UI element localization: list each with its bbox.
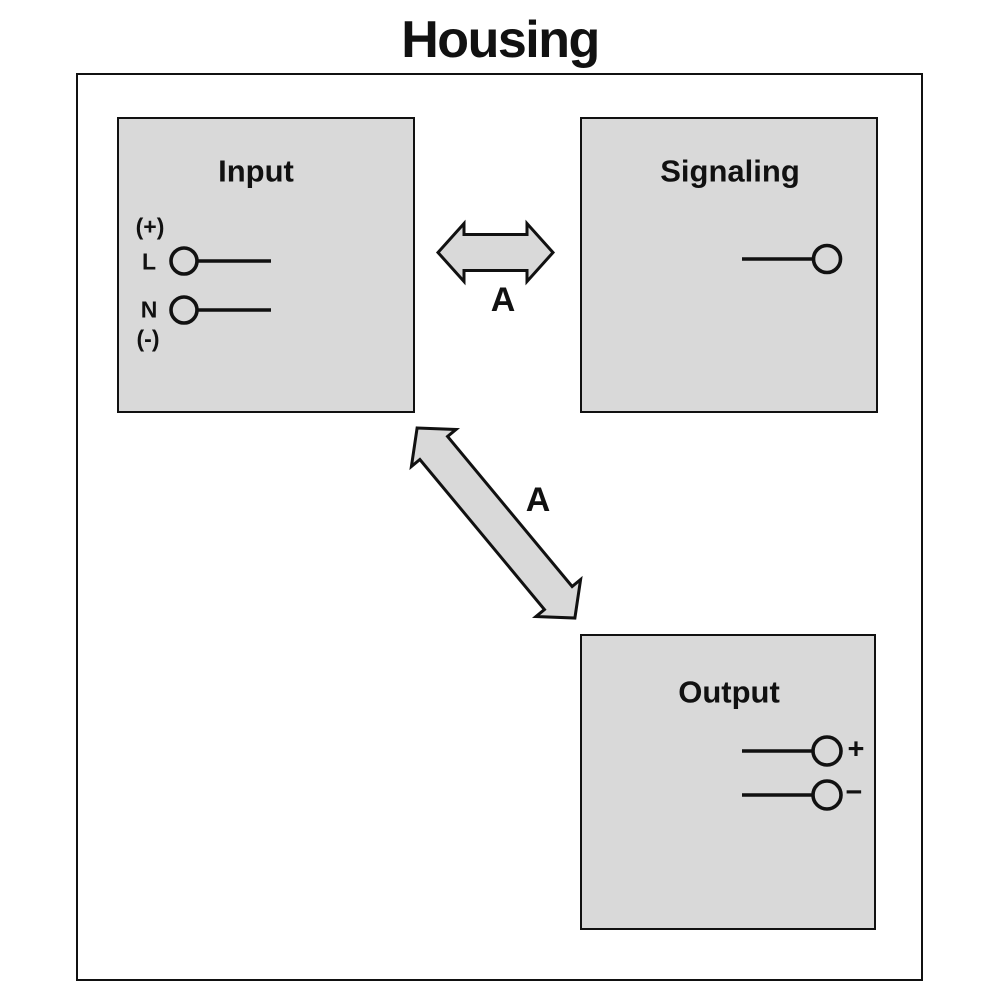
output-plus-label: + (847, 733, 865, 766)
input-neutral-terminal (169, 295, 271, 325)
bidirectional-arrow-input-signaling (435, 219, 556, 286)
input-block-title: Input (218, 153, 294, 189)
input-block (117, 117, 415, 413)
input-plus-marking: (+) (135, 213, 165, 240)
input-neutral-label: N (140, 296, 158, 323)
output-minus-label: − (845, 776, 863, 809)
input-line-label: L (141, 248, 157, 275)
signaling-terminal (742, 243, 843, 275)
signaling-block-title: Signaling (660, 153, 800, 189)
arrow-label-input-output: A (525, 481, 551, 519)
arrow-label-input-signaling: A (490, 281, 516, 319)
input-minus-marking: (-) (136, 325, 160, 352)
output-minus-terminal (742, 779, 843, 811)
output-plus-terminal (742, 735, 843, 767)
output-block-title: Output (678, 674, 780, 710)
input-line-terminal (169, 246, 271, 276)
page-title: Housing (401, 11, 600, 69)
bidirectional-arrow-input-output (409, 426, 583, 620)
